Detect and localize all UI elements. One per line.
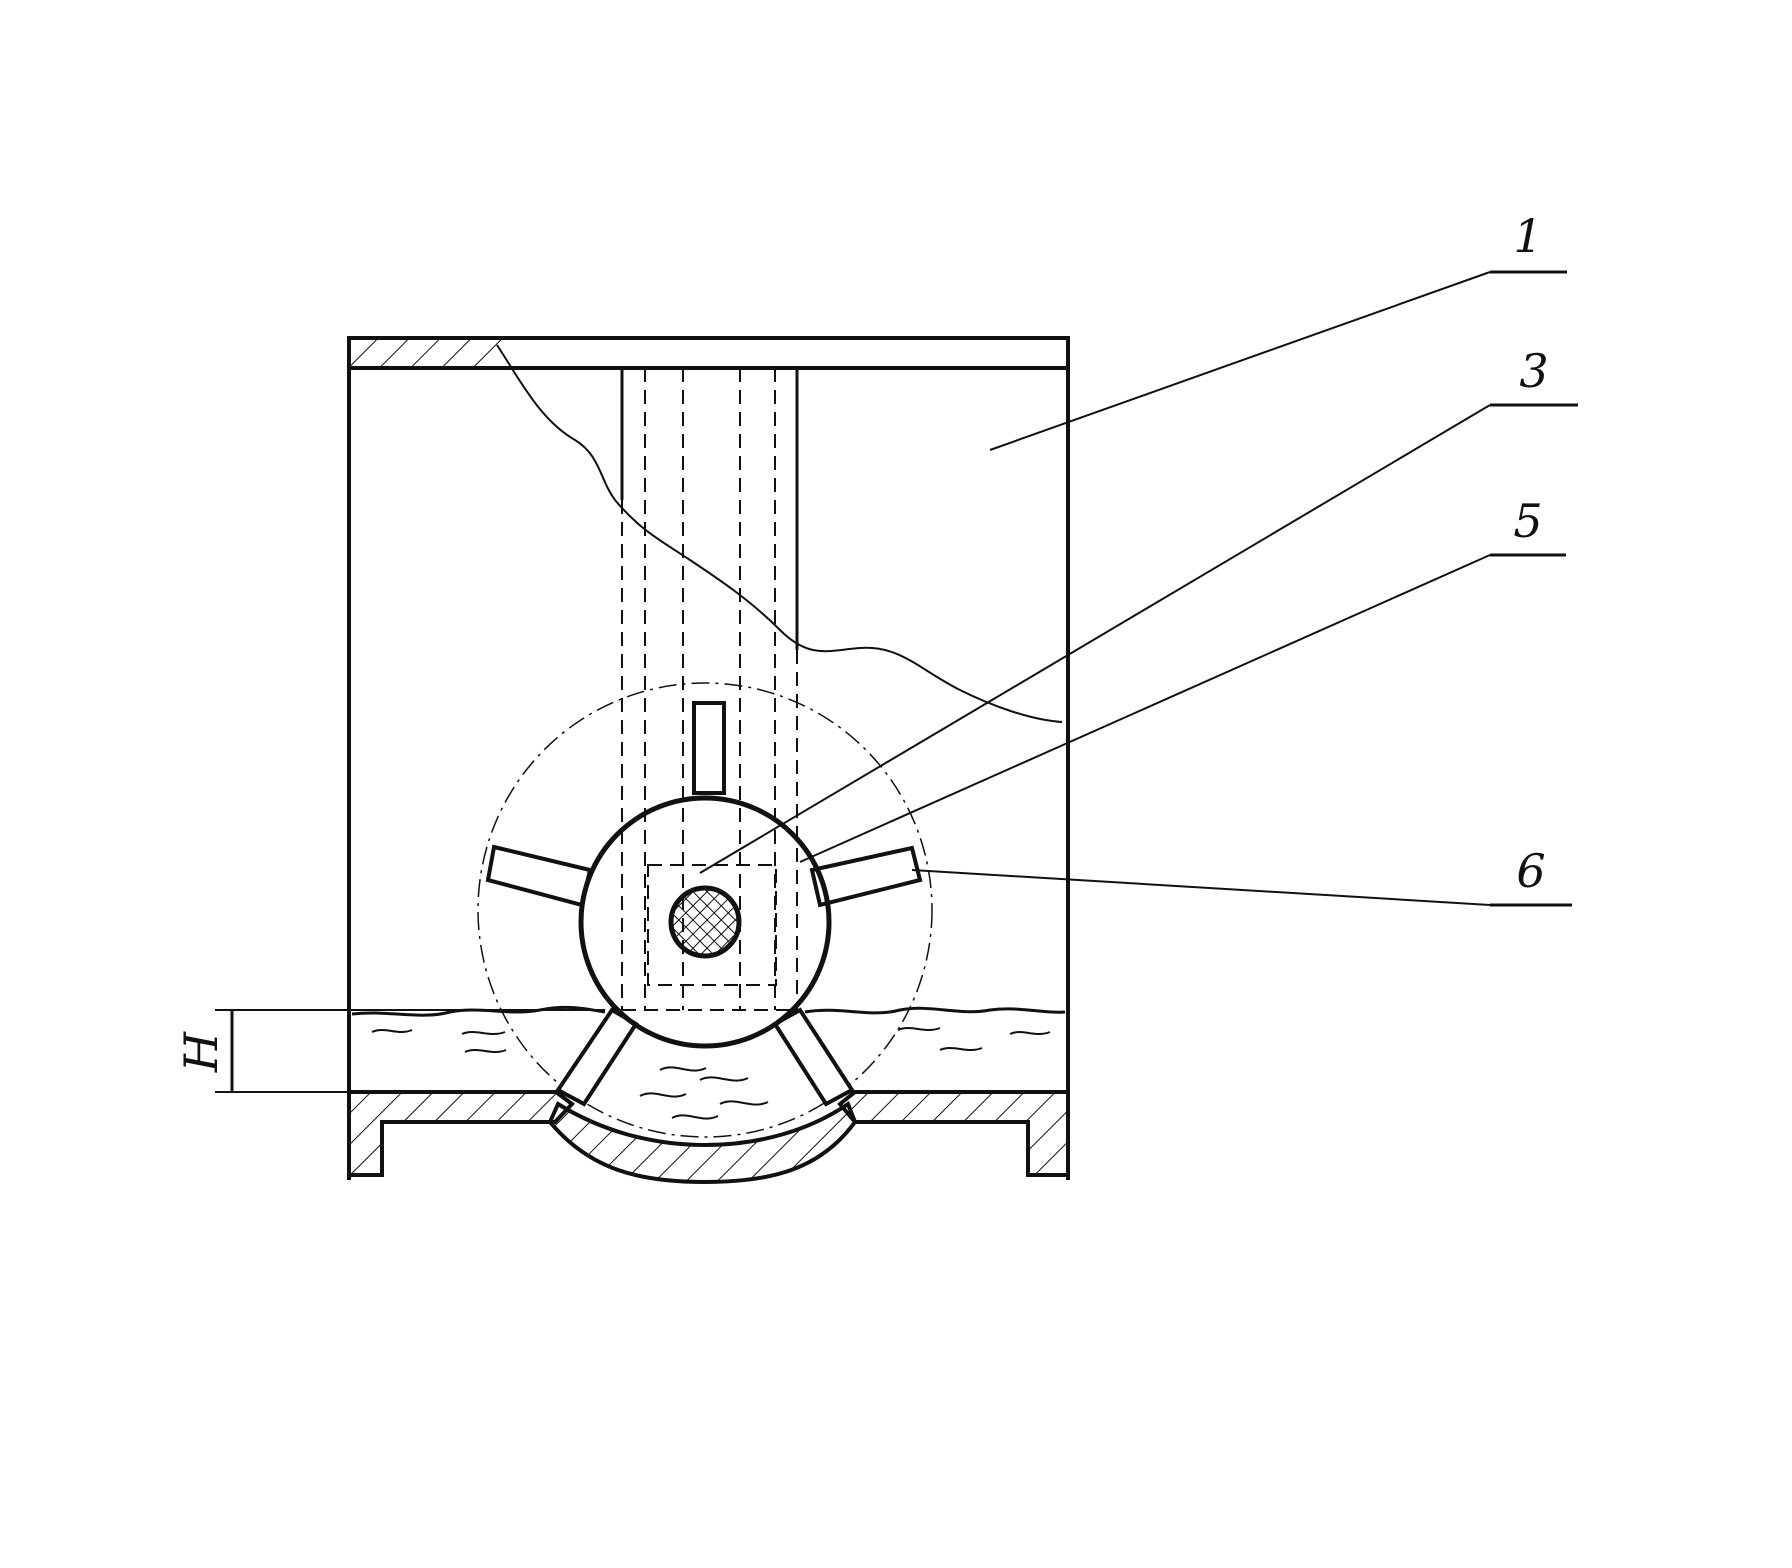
hidden-inner-box	[647, 864, 777, 986]
ripple-9	[639, 1092, 687, 1098]
ripple-5	[939, 1047, 983, 1051]
ripple-4	[897, 1027, 941, 1031]
callout-1-label: 1	[1513, 209, 1542, 263]
ripple-7	[659, 1066, 707, 1072]
bottom-trough	[547, 1100, 858, 1185]
leader-line-3	[699, 404, 1491, 874]
top-plate-hatched-section	[351, 340, 503, 366]
ripple-3	[464, 1049, 507, 1053]
rotor-assembly	[477, 682, 933, 1138]
callouts: 1 3 5 6	[699, 209, 1578, 907]
callout-5-label: 5	[1513, 494, 1542, 548]
cutaway-break-line	[496, 344, 1063, 723]
rotor-blade-left	[485, 844, 593, 908]
leader-line-5	[799, 554, 1491, 863]
liquid-surface-right	[804, 1006, 1066, 1015]
ripple-6	[1009, 1031, 1051, 1035]
rotor-blade-bottom-left	[555, 1007, 639, 1107]
bottom-right-flange	[837, 1090, 1070, 1177]
rotor-blade-bottom-right	[772, 1007, 855, 1107]
bottom-plate	[347, 1090, 1070, 1185]
ripple-8	[699, 1076, 749, 1082]
ripple-11	[671, 1114, 719, 1120]
liquid-surface-left	[351, 1005, 606, 1017]
rotor-blade-right	[809, 845, 923, 908]
housing-top-plate	[347, 336, 1070, 370]
leader-line-6	[911, 869, 1491, 906]
rotation-path-circle	[477, 682, 933, 1138]
ripple-2	[461, 1031, 506, 1035]
leader-line-1	[989, 271, 1491, 451]
callout-6-label: 6	[1516, 844, 1545, 898]
housing	[347, 336, 1070, 1180]
dimension-h-label: H	[174, 1031, 228, 1073]
rotor-top-tab	[692, 701, 726, 795]
ripple-10	[719, 1100, 769, 1106]
dimension-h: H	[174, 1009, 605, 1093]
rotor-hub	[578, 795, 832, 1049]
rotor-axle	[668, 885, 742, 959]
ripple-1	[371, 1029, 413, 1033]
bottom-left-flange	[347, 1090, 575, 1177]
callout-3-label: 3	[1519, 344, 1548, 398]
